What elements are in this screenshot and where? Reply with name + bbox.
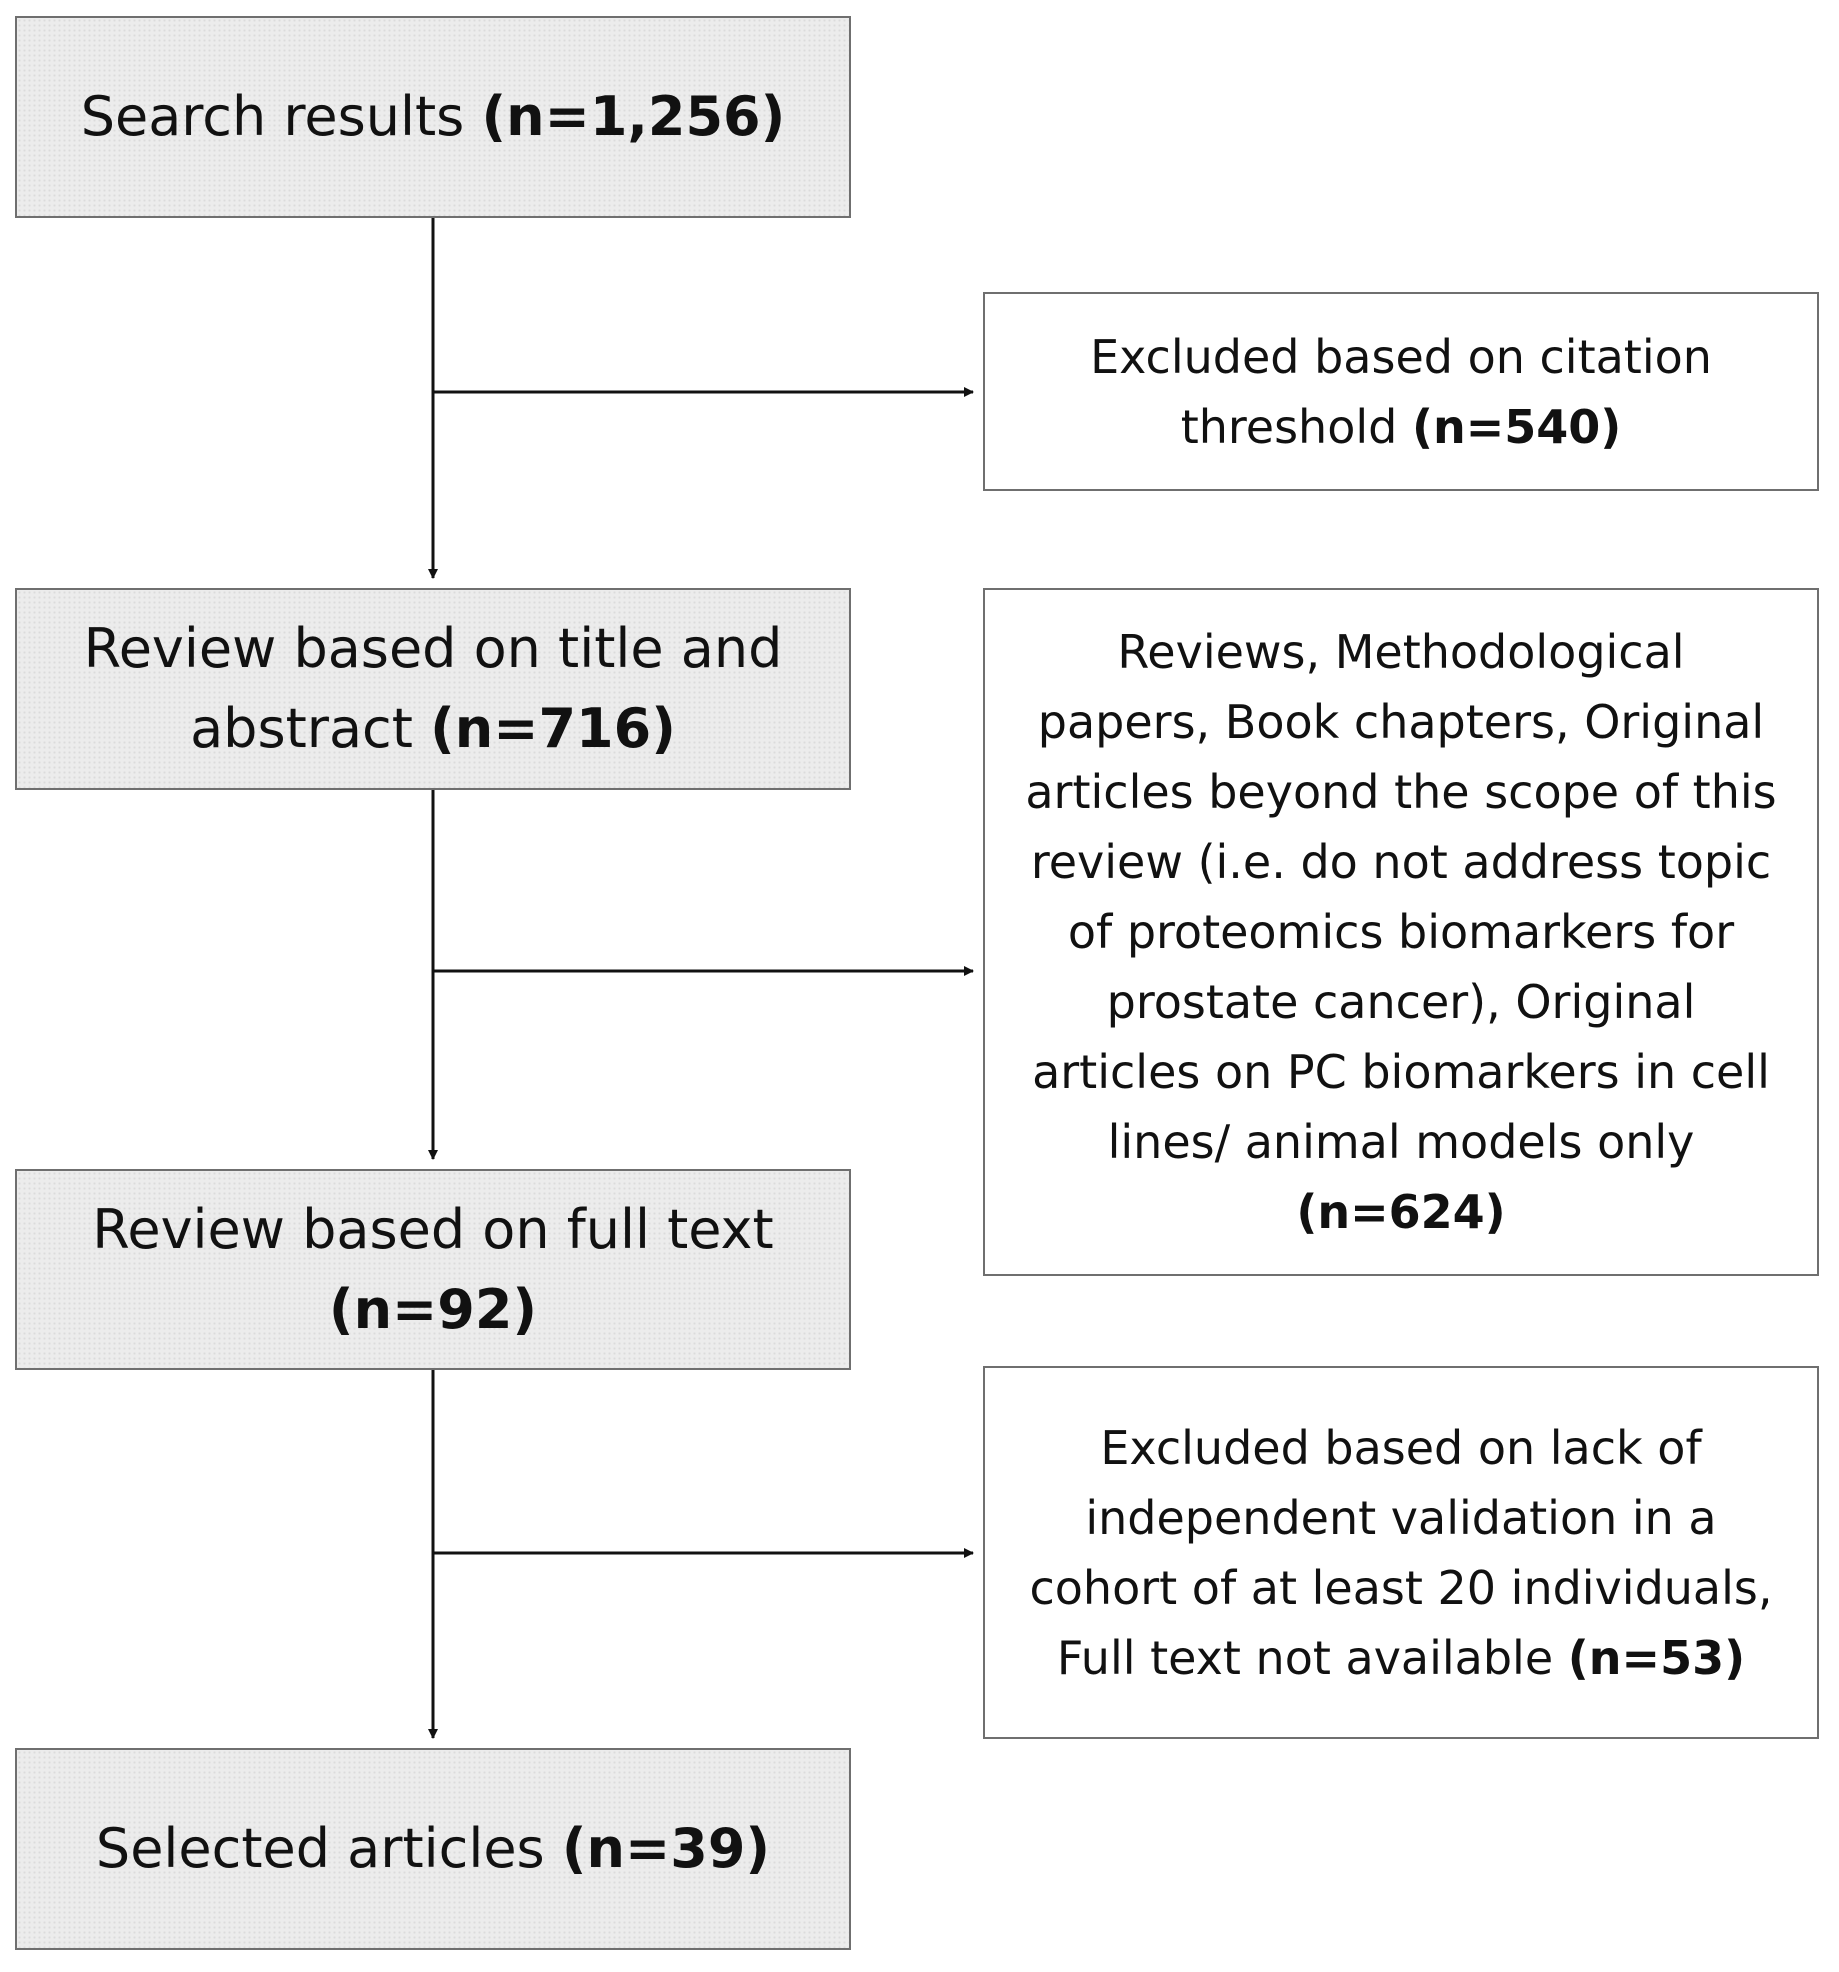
title-abstract-review-label-line-2: abstract [190, 697, 413, 760]
scope-exclusion-count: (n=624) [1296, 1185, 1506, 1239]
selected-articles-label: Selected articles [95, 1817, 545, 1880]
scope-exclusion-line-1: Reviews, Methodological [1117, 625, 1685, 679]
scope-exclusion-line-8: lines/ animal models only [1107, 1115, 1695, 1169]
scope-exclusion-line-7: articles on PC biomarkers in cell [1032, 1045, 1770, 1099]
title-abstract-review-label-line-1: Review based on title and [83, 617, 783, 680]
scope-exclusion-line-6: prostate cancer), Original [1106, 975, 1696, 1029]
search-results-box: Search results (n=1,256) [15, 16, 851, 218]
scope-exclusion-line-2: papers, Book chapters, Original [1037, 695, 1765, 749]
citation-exclusion-line-2: threshold [1180, 399, 1398, 454]
validation-exclusion-line-1: Excluded based on lack of [1100, 1420, 1702, 1475]
title-abstract-review-box: Review based on title and abstract (n=71… [15, 588, 851, 790]
scope-exclusion-line-4: review (i.e. do not address topic [1030, 835, 1772, 889]
full-text-review-box: Review based on full text (n=92) [15, 1169, 851, 1370]
title-abstract-review-count: (n=716) [430, 697, 676, 760]
selected-articles-box: Selected articles (n=39) [15, 1748, 851, 1950]
search-results-label: Search results [80, 85, 465, 148]
search-results-count: (n=1,256) [481, 85, 786, 148]
scope-exclusion-line-5: of proteomics biomarkers for [1067, 905, 1735, 959]
citation-exclusion-box: Excluded based on citation threshold (n=… [983, 292, 1819, 491]
selected-articles-count: (n=39) [561, 1817, 771, 1880]
validation-exclusion-line-2: independent validation in a [1085, 1490, 1717, 1545]
validation-exclusion-line-4: Full text not available [1056, 1630, 1554, 1685]
scope-exclusion-line-3: articles beyond the scope of this [1025, 765, 1777, 819]
full-text-review-label: Review based on full text [92, 1197, 774, 1261]
validation-exclusion-box: Excluded based on lack of independent va… [983, 1366, 1819, 1739]
validation-exclusion-line-3: cohort of at least 20 individuals, [1029, 1560, 1773, 1615]
scope-exclusion-box: Reviews, Methodological papers, Book cha… [983, 588, 1819, 1276]
citation-exclusion-line-1: Excluded based on citation [1090, 329, 1712, 384]
validation-exclusion-count: (n=53) [1567, 1630, 1746, 1685]
citation-exclusion-count: (n=540) [1411, 399, 1622, 454]
full-text-review-count: (n=92) [328, 1277, 538, 1341]
